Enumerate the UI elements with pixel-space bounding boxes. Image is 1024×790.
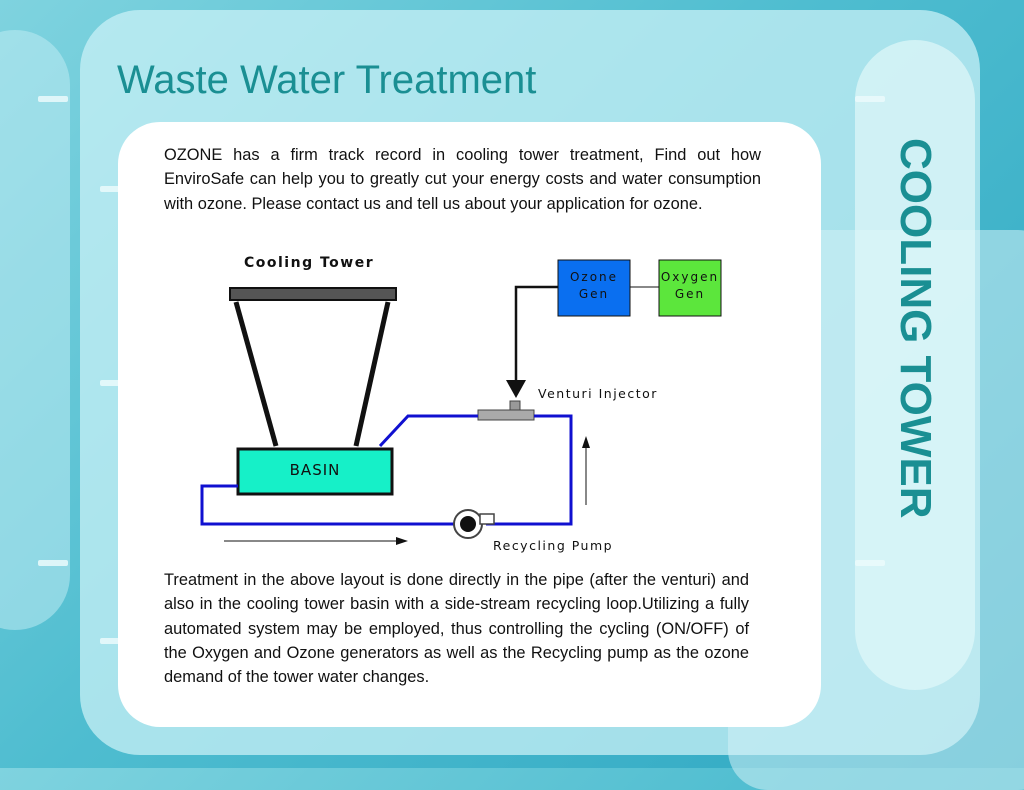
- cooling-tower-label: Cooling Tower: [244, 255, 375, 271]
- pump-outlet: [479, 513, 495, 525]
- cooling-tower-diagram: Cooling Tower BASIN Ozone Gen Oxygen Gen…: [196, 250, 726, 555]
- pipe-return: [378, 414, 478, 448]
- recycling-pump-label: Recycling Pump: [493, 538, 614, 553]
- ozone-gen-line2: Gen: [578, 287, 610, 301]
- ozone-gen-line1: Ozone: [569, 270, 619, 284]
- pump-hub: [460, 516, 476, 532]
- diagram-graphic: [200, 259, 722, 545]
- flow-arrowhead-up: [582, 436, 590, 448]
- ozone-gen-box: [557, 259, 631, 317]
- outro-paragraph: Treatment in the above layout is done di…: [164, 571, 749, 687]
- flow-arrowhead-bottom: [396, 537, 408, 545]
- tower-top-bar: [229, 287, 397, 301]
- tower-left-leg: [233, 301, 279, 447]
- pipe-side-stream: [486, 414, 573, 526]
- ozone-gen-label: Ozone Gen: [558, 269, 630, 303]
- decor-tick: [100, 380, 130, 386]
- decor-tick: [855, 560, 885, 566]
- tower-right-leg: [353, 301, 391, 447]
- venturi-injector-label: Venturi Injector: [538, 386, 658, 401]
- basin-box: [236, 447, 394, 496]
- oxygen-gen-line2: Gen: [674, 287, 706, 301]
- oxygen-gen-box: [658, 259, 722, 317]
- oxygen-gen-label: Oxygen Gen: [659, 269, 721, 303]
- pipe-basin-outlet: [200, 484, 454, 526]
- side-title: COOLING TOWER: [891, 138, 940, 519]
- background-panel-right: [855, 40, 975, 690]
- venturi-injector: [477, 409, 535, 421]
- decor-tick: [100, 186, 130, 192]
- oxygen-gen-line1: Oxygen: [660, 270, 720, 284]
- decor-tick: [855, 96, 885, 102]
- ozone-gas-line: [514, 285, 558, 388]
- page-title: Waste Water Treatment: [117, 58, 537, 102]
- basin-label: BASIN: [289, 461, 341, 479]
- intro-paragraph: OZONE has a firm track record in cooling…: [164, 146, 761, 213]
- decor-tick: [100, 638, 130, 644]
- background-panel-left: [0, 30, 70, 630]
- decor-tick: [38, 560, 68, 566]
- decor-tick: [38, 96, 68, 102]
- ozone-arrowhead: [506, 380, 526, 398]
